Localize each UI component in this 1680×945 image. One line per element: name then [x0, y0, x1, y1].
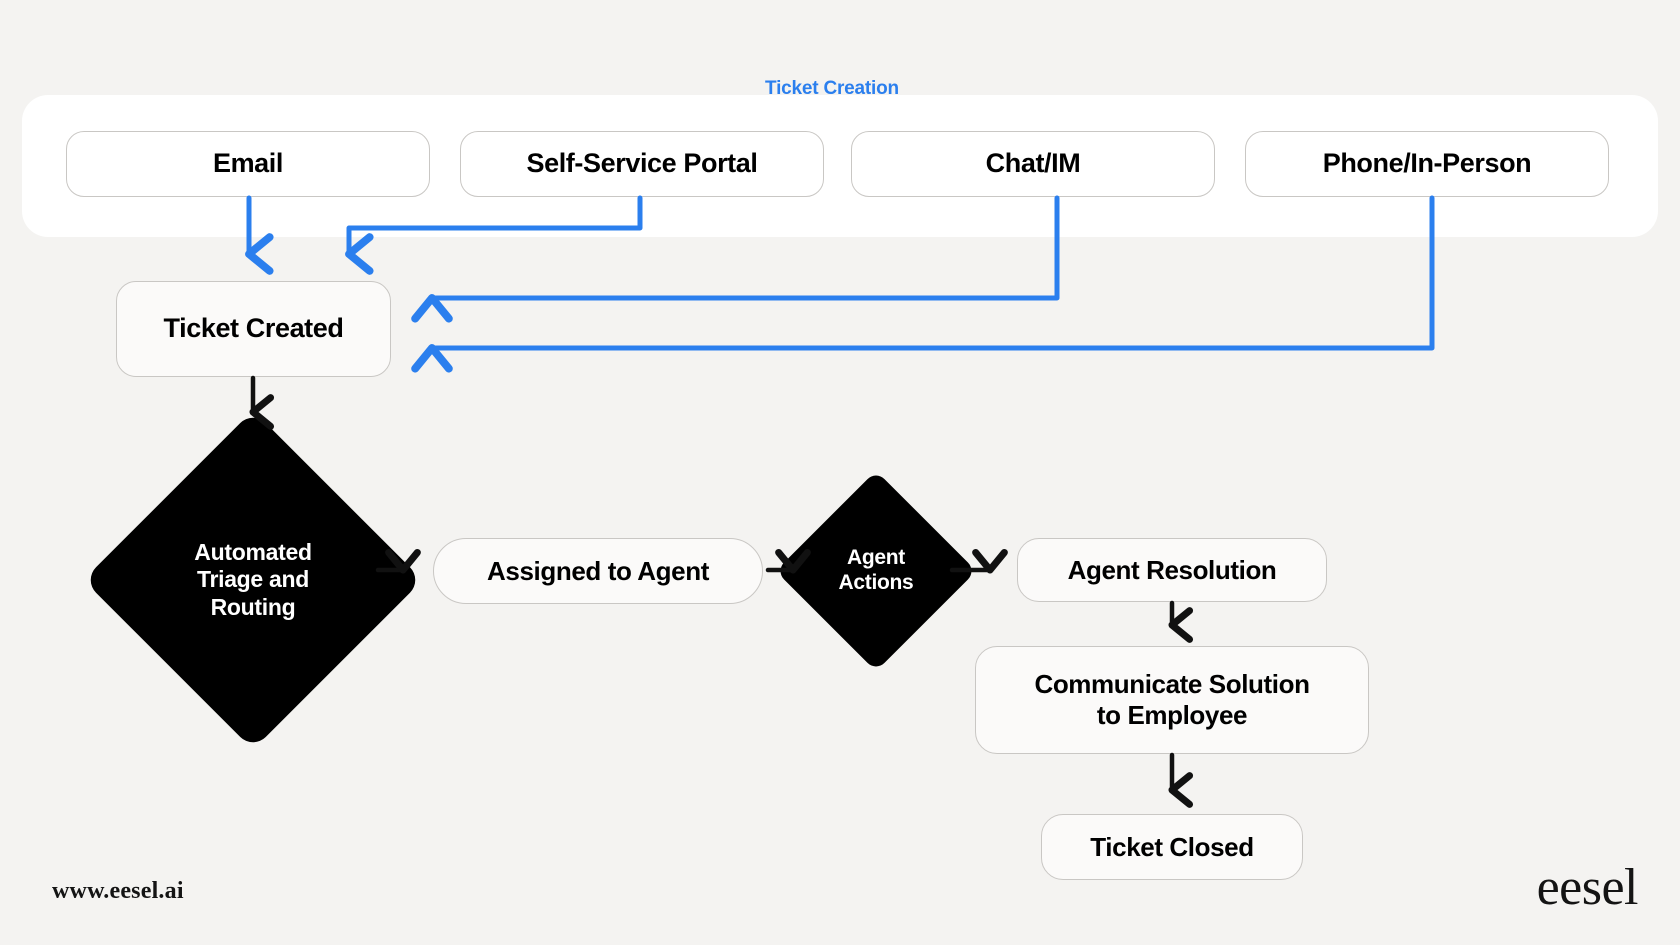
- node-agent-actions[interactable]: Agent Actions: [775, 470, 977, 672]
- node-agent-actions-label: Agent Actions: [838, 546, 914, 594]
- node-ticket-closed[interactable]: Ticket Closed: [1041, 814, 1303, 880]
- node-ticket-created[interactable]: Ticket Created: [116, 281, 391, 377]
- node-ticket-closed-label: Ticket Closed: [1090, 831, 1254, 862]
- ticket-creation-group-title: Ticket Creation: [765, 78, 899, 99]
- node-assigned-to-agent[interactable]: Assigned to Agent: [433, 538, 763, 604]
- node-self-service-portal-label: Self-Service Portal: [526, 148, 758, 179]
- node-email[interactable]: Email: [66, 131, 430, 197]
- node-self-service-portal[interactable]: Self-Service Portal: [460, 131, 824, 197]
- node-automated-triage[interactable]: Automated Triage and Routing: [83, 410, 423, 750]
- node-communicate-solution[interactable]: Communicate Solution to Employee: [975, 646, 1369, 754]
- node-phone-in-person[interactable]: Phone/In-Person: [1245, 131, 1609, 197]
- brand-logo-eesel: eesel: [1536, 859, 1639, 916]
- node-automated-triage-label: Automated Triage and Routing: [194, 539, 312, 620]
- node-phone-in-person-label: Phone/In-Person: [1322, 148, 1532, 179]
- node-agent-resolution[interactable]: Agent Resolution: [1017, 538, 1327, 602]
- node-email-label: Email: [212, 148, 284, 179]
- node-assigned-to-agent-label: Assigned to Agent: [487, 555, 709, 586]
- node-agent-resolution-label: Agent Resolution: [1067, 554, 1277, 585]
- footer-website-url: www.eesel.ai: [52, 878, 184, 904]
- node-ticket-created-label: Ticket Created: [163, 313, 344, 344]
- node-chat-im[interactable]: Chat/IM: [851, 131, 1215, 197]
- node-chat-im-label: Chat/IM: [985, 148, 1081, 179]
